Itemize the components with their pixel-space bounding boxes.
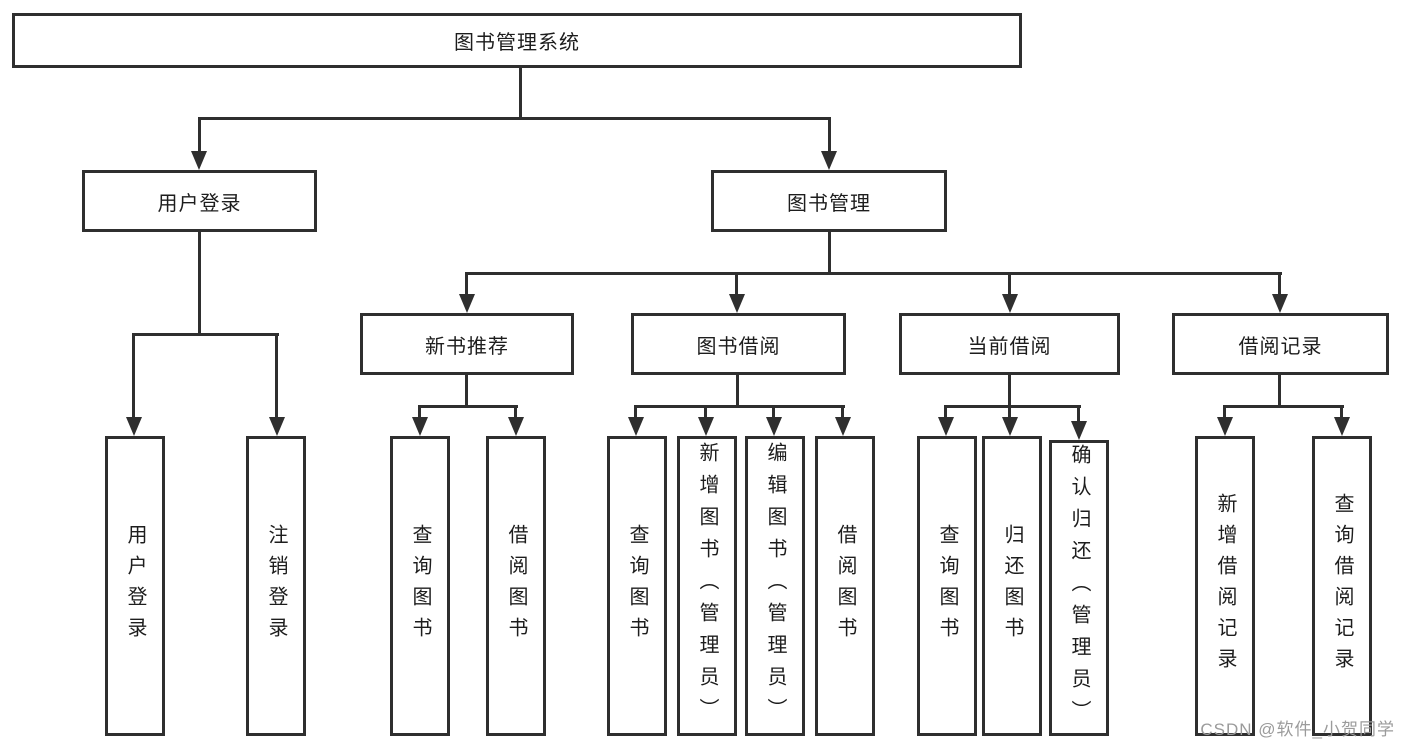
connector-book-borrow-rail (634, 405, 845, 408)
connector-level2-rail (198, 117, 831, 120)
node-root-label: 图书管理系统 (454, 32, 580, 54)
leaf-borrow-books-1-label: 借阅图书 (505, 524, 527, 648)
arrow-head-query-books-3 (938, 417, 954, 436)
leaf-query-borrow-record-label: 查询借阅记录 (1331, 493, 1353, 679)
arrow-shaft-current-borrow (1008, 272, 1011, 296)
connector-user-login-stem (198, 232, 201, 336)
leaf-borrow-books-1: 借阅图书 (486, 436, 546, 736)
arrow-shaft-leaf-logout (275, 333, 278, 419)
arrow-head-leaf-logout (269, 417, 285, 436)
arrow-shaft-leaf-user-login (132, 333, 135, 419)
connector-user-login-rail (133, 333, 279, 336)
connector-current-borrow-stem (1008, 375, 1011, 408)
arrow-head-query-books-1 (412, 417, 428, 436)
node-user-login-label: 用户登录 (157, 192, 242, 215)
arrow-head-add-borrow-record (1217, 417, 1233, 436)
leaf-query-books-3-label: 查询图书 (936, 524, 958, 648)
leaf-query-books-2: 查询图书 (607, 436, 667, 736)
arrow-shaft-book-management (828, 117, 831, 153)
node-book-management: 图书管理 (711, 170, 947, 232)
arrow-shaft-query-books-1 (418, 405, 421, 419)
leaf-query-borrow-record: 查询借阅记录 (1312, 436, 1372, 736)
leaf-return-books: 归还图书 (982, 436, 1042, 736)
arrow-shaft-book-borrow (735, 272, 738, 296)
arrow-shaft-add-borrow-record (1223, 405, 1226, 419)
arrow-head-new-book-recommend (459, 294, 475, 313)
node-book-management-label: 图书管理 (787, 192, 871, 215)
connector-borrow-records-stem (1278, 375, 1281, 408)
arrow-head-book-borrow (729, 294, 745, 313)
arrow-shaft-add-book (704, 405, 707, 419)
node-book-borrow-label: 图书借阅 (696, 335, 781, 358)
arrow-shaft-query-books-3 (944, 405, 947, 419)
arrow-head-user-login (191, 151, 207, 170)
arrow-shaft-borrow-books-1 (514, 405, 517, 419)
csdn-watermark: CSDN @软件_小贺同学 (1200, 720, 1395, 739)
leaf-confirm-return-admin: 确认归还（管理员） (1049, 440, 1109, 736)
leaf-query-books-2-label: 查询图书 (626, 524, 648, 648)
leaf-query-books-1-label: 查询图书 (409, 524, 431, 648)
arrow-shaft-confirm-return (1077, 405, 1080, 423)
arrow-head-confirm-return (1071, 421, 1087, 440)
leaf-add-book-admin: 新增图书（管理员） (677, 436, 737, 736)
arrow-shaft-query-borrow-record (1340, 405, 1343, 419)
arrow-head-borrow-records (1272, 294, 1288, 313)
arrow-head-query-borrow-record (1334, 417, 1350, 436)
leaf-edit-book-admin: 编辑图书（管理员） (745, 436, 805, 736)
arrow-shaft-edit-book (772, 405, 775, 419)
arrow-head-query-books-2 (628, 417, 644, 436)
connector-root-stem (519, 68, 522, 120)
node-root: 图书管理系统 (12, 13, 1022, 68)
connector-new-book-recommend-rail (419, 405, 518, 408)
arrow-shaft-borrow-records (1278, 272, 1281, 296)
leaf-add-borrow-record: 新增借阅记录 (1195, 436, 1255, 736)
arrow-head-borrow-books-2 (835, 417, 851, 436)
leaf-query-books-3: 查询图书 (917, 436, 977, 736)
arrow-head-edit-book (766, 417, 782, 436)
arrow-head-leaf-user-login (126, 417, 142, 436)
leaf-borrow-books-2-label: 借阅图书 (834, 524, 856, 648)
connector-borrow-records-rail (1223, 405, 1344, 408)
leaf-user-login: 用户登录 (105, 436, 165, 736)
arrow-head-current-borrow (1002, 294, 1018, 313)
arrow-head-add-book (698, 417, 714, 436)
arrow-head-book-management (821, 151, 837, 170)
node-new-book-recommend-label: 新书推荐 (425, 335, 509, 358)
connector-level3-rail (466, 272, 1282, 275)
arrow-head-borrow-books-1 (508, 417, 524, 436)
connector-book-management-stem (828, 232, 831, 275)
arrow-shaft-return-books (1008, 405, 1011, 419)
leaf-query-books-1: 查询图书 (390, 436, 450, 736)
connector-current-borrow-rail (944, 405, 1081, 408)
leaf-add-borrow-record-label: 新增借阅记录 (1214, 493, 1236, 679)
leaf-logout-label: 注销登录 (265, 524, 287, 648)
node-borrow-records-label: 借阅记录 (1238, 335, 1323, 358)
leaf-return-books-label: 归还图书 (1001, 524, 1023, 648)
connector-book-borrow-stem (736, 375, 739, 408)
leaf-user-login-label: 用户登录 (124, 524, 146, 648)
node-user-login: 用户登录 (82, 170, 317, 232)
node-current-borrow-label: 当前借阅 (967, 335, 1052, 358)
leaf-logout: 注销登录 (246, 436, 306, 736)
connector-new-book-recommend-stem (465, 375, 468, 408)
arrow-shaft-user-login (198, 117, 201, 153)
node-book-borrow: 图书借阅 (631, 313, 846, 375)
node-new-book-recommend: 新书推荐 (360, 313, 574, 375)
leaf-edit-book-admin-label: 编辑图书（管理员） (764, 442, 786, 730)
arrow-head-return-books (1002, 417, 1018, 436)
node-current-borrow: 当前借阅 (899, 313, 1120, 375)
leaf-add-book-admin-label: 新增图书（管理员） (696, 442, 718, 730)
leaf-confirm-return-admin-label: 确认归还（管理员） (1068, 444, 1090, 732)
node-borrow-records: 借阅记录 (1172, 313, 1389, 375)
arrow-shaft-borrow-books-2 (841, 405, 844, 419)
arrow-shaft-new-book-recommend (465, 272, 468, 296)
arrow-shaft-query-books-2 (634, 405, 637, 419)
leaf-borrow-books-2: 借阅图书 (815, 436, 875, 736)
